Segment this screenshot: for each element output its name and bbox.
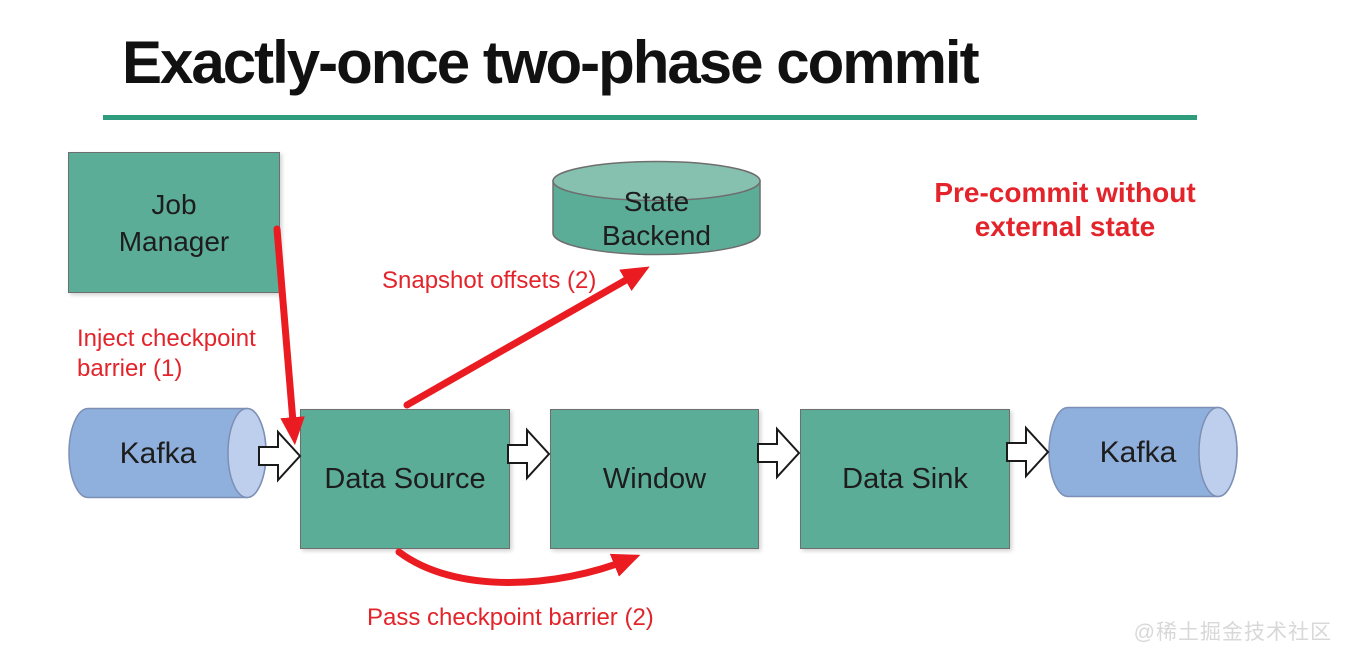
state-backend-label: State Backend (602, 186, 711, 251)
node-state-backend: State Backend (553, 184, 760, 254)
title-underline (103, 115, 1197, 120)
data-sink-label: Data Sink (842, 462, 968, 495)
flow-arrow-kafka-to-source (258, 429, 302, 483)
annotation-pre-commit: Pre-commit without external state (934, 177, 1196, 242)
node-kafka-right: Kafka (1048, 408, 1228, 497)
flow-arrow-sink-to-kafka (1006, 425, 1050, 479)
red-arrow-pass-barrier (395, 548, 641, 586)
kafka-left-label: Kafka (119, 436, 197, 470)
node-kafka-left: Kafka (68, 409, 248, 498)
data-source-label: Data Source (324, 462, 486, 495)
node-job-manager: Job Manager (68, 152, 280, 293)
window-label: Window (602, 462, 707, 495)
flow-arrow-source-to-window (507, 427, 551, 481)
page-title: Exactly-once two-phase commit (122, 29, 980, 96)
flow-arrow-window-to-sink (757, 426, 801, 480)
job-manager-label: Job Manager (118, 188, 230, 257)
annotation-pass-barrier: Pass checkpoint barrier (2) (367, 604, 654, 631)
node-data-sink: Data Sink (800, 409, 1010, 549)
watermark: @稀土掘金技术社区 (1133, 621, 1332, 644)
annotation-inject-checkpoint: Inject checkpoint barrier (1) (77, 325, 256, 382)
kafka-right-label: Kafka (1099, 435, 1177, 469)
node-window: Window (550, 409, 759, 549)
annotation-snapshot-offsets: Snapshot offsets (2) (382, 267, 597, 294)
node-data-source: Data Source (300, 409, 510, 549)
